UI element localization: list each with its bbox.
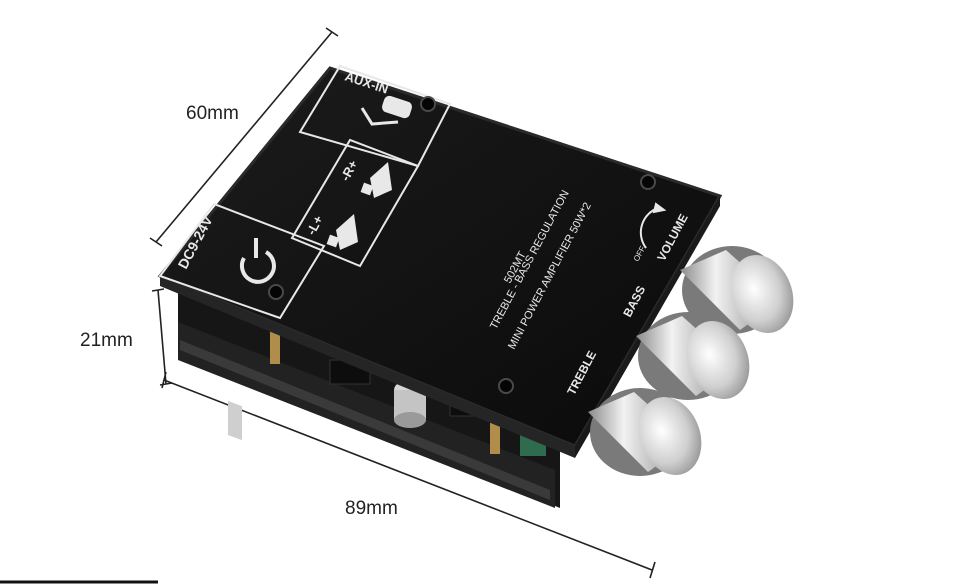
speaker-l-icon [326,214,358,250]
volume-knob[interactable] [680,246,804,342]
power-icon [240,238,276,284]
dimension-lines [149,27,656,579]
power-panel [158,202,326,320]
height-dimension-label: 21mm [80,330,133,351]
speaker-panel [290,138,420,268]
volume-arc-icon [639,202,667,249]
length-dimension-label: 89mm [345,498,398,519]
bass-knob[interactable] [636,312,760,408]
aux-jack-icon [360,95,412,126]
screws [268,96,656,394]
aux-in-panel [298,64,452,168]
treble-knob[interactable] [588,388,712,484]
speaker-r-icon [360,162,392,198]
width-dimension-label: 60mm [186,103,239,124]
amplifier-board-top [157,66,723,458]
